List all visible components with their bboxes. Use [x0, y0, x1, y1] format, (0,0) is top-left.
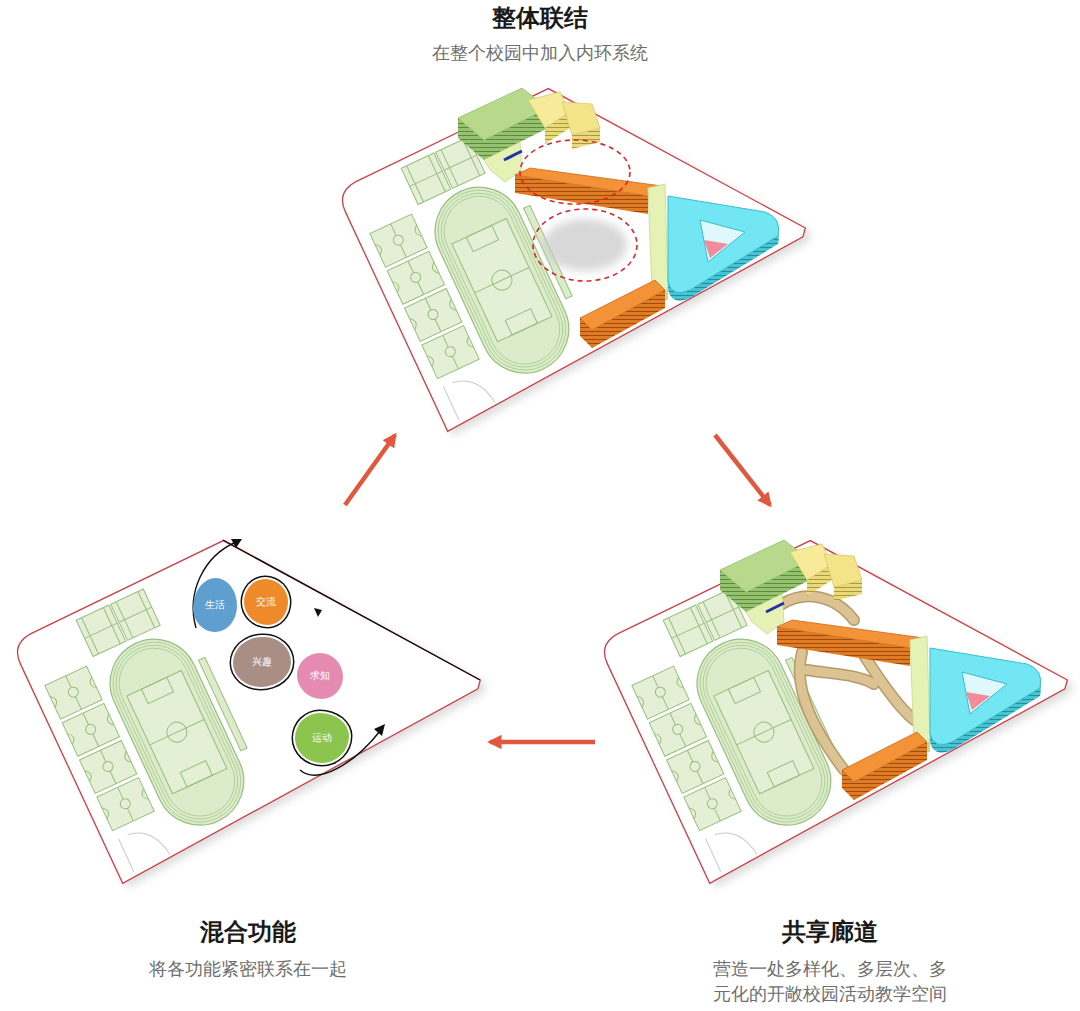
panel-heading: 共享廊道 — [595, 917, 1065, 947]
pointer-mark — [314, 608, 322, 617]
buildings — [458, 88, 779, 348]
panel-subtitle: 在整个校园中加入内环系统 — [300, 40, 780, 66]
arrow-head — [231, 539, 242, 548]
flow-arrow — [345, 435, 395, 505]
illustration-part — [720, 540, 1041, 800]
panel-heading: 整体联结 — [300, 3, 780, 33]
function-bubble: 生活 — [193, 578, 237, 632]
corridor-diagram — [596, 466, 1080, 889]
bubble-label: 运动 — [312, 732, 332, 744]
panel-subtitle: 将各功能紧密联系在一起 — [5, 956, 490, 982]
bubble-label: 兴趣 — [252, 656, 272, 668]
flow-arrow — [490, 740, 595, 745]
stage-panel: 整体联结在整个校园中加入内环系统 — [300, 0, 780, 435]
dashed-circle — [520, 140, 630, 204]
shadow — [543, 219, 627, 271]
function-bubble: 交流 — [244, 579, 288, 625]
flow-arrow — [715, 435, 770, 505]
panel-heading: 混合功能 — [5, 917, 490, 947]
panel-subtitle: 营造一处多样化、多层次、多元化的开敞校园活动教学空间 — [705, 956, 955, 1006]
function-bubble: 兴趣 — [233, 637, 291, 687]
bubble-label: 求知 — [310, 670, 330, 682]
flow-line — [223, 540, 480, 680]
function-bubble: 运动 — [295, 713, 349, 763]
stage-panel: 共享廊道营造一处多样化、多层次、多元化的开敞校园活动教学空间 — [595, 505, 1065, 1005]
illustration-part — [596, 466, 1080, 889]
stage-panel: 混合功能将各功能紧密联系在一起 生活 交流兴趣求知运动 — [5, 505, 490, 995]
bubble-label: 生活 — [205, 599, 225, 611]
bubble-label: 交流 — [256, 596, 276, 608]
dashed-circle — [533, 209, 637, 281]
mixed-diagram — [9, 466, 499, 889]
site-plan — [334, 14, 824, 437]
arrow-head — [374, 724, 385, 736]
illustration-part — [9, 466, 499, 889]
function-bubble: 求知 — [297, 653, 343, 699]
